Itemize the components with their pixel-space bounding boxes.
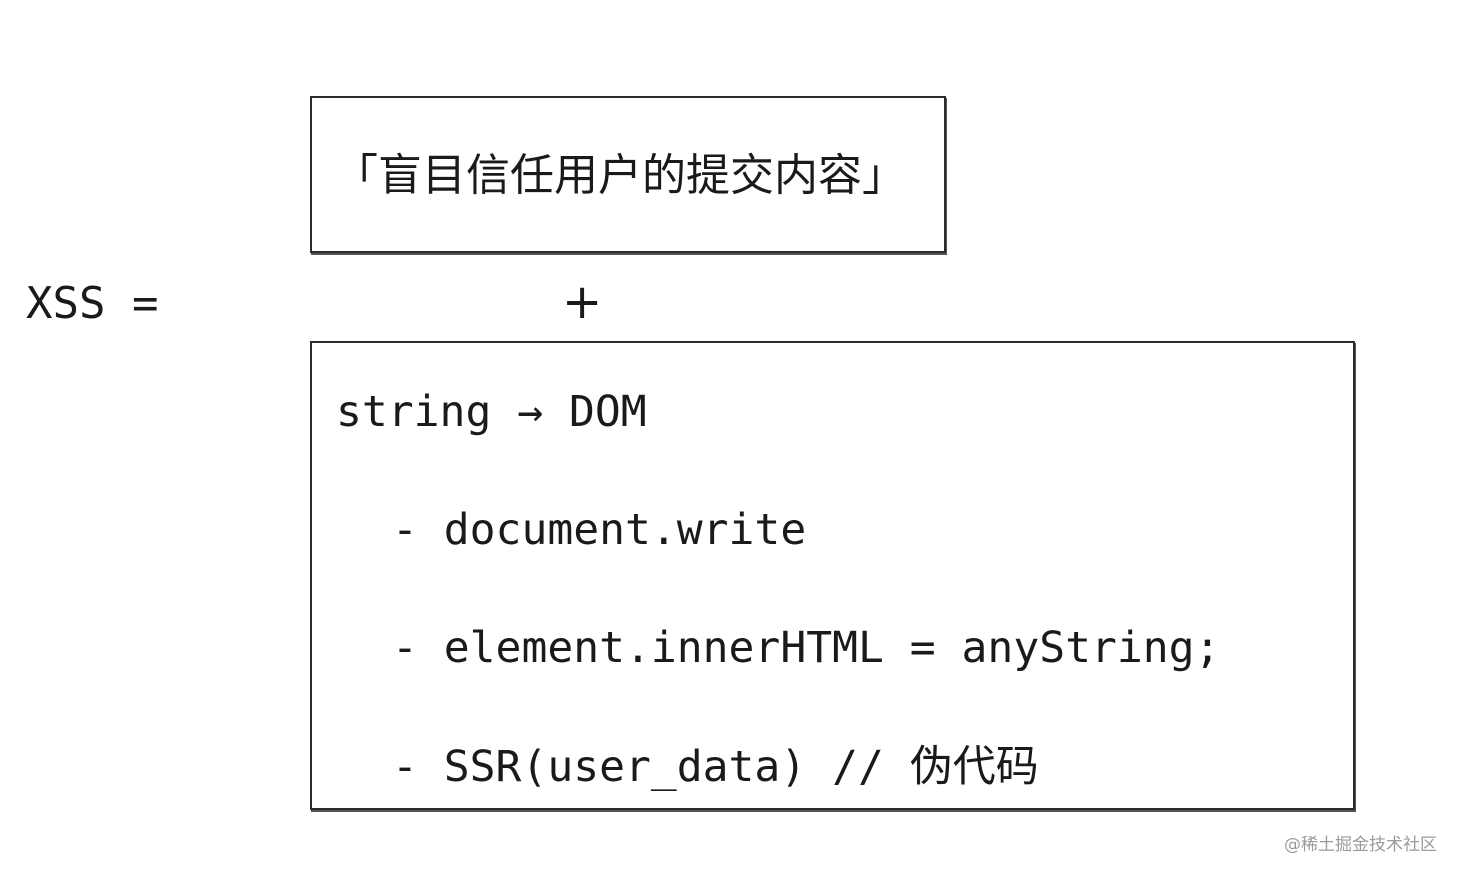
blind-trust-box: 「盲目信任用户的提交内容」 [310, 96, 946, 253]
watermark-text: @稀土掘金技术社区 [1284, 835, 1437, 855]
blind-trust-text: 「盲目信任用户的提交内容」 [334, 150, 906, 201]
list-item-innerhtml: - element.innerHTML = anyString; [392, 623, 1221, 673]
string-to-dom-box: string → DOM - document.write - element.… [310, 341, 1355, 810]
plus-operator: + [562, 274, 603, 330]
string-to-dom-title: string → DOM [336, 387, 647, 437]
list-item-ssr: - SSR(user_data) // 伪代码 [392, 742, 1039, 792]
list-item-document-write: - document.write [392, 505, 807, 555]
xss-equation-label: XSS = [26, 278, 159, 329]
